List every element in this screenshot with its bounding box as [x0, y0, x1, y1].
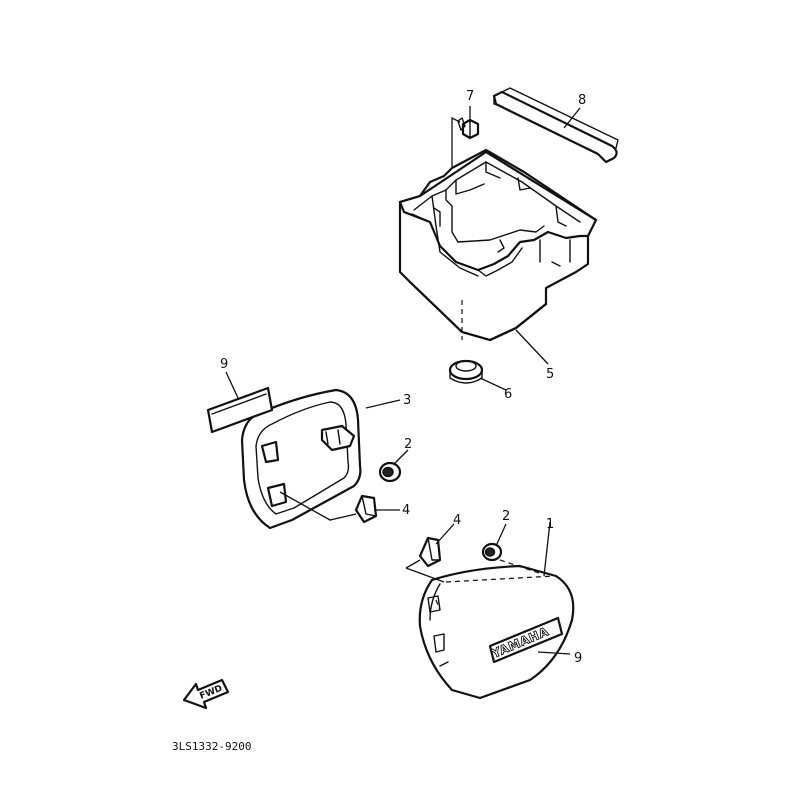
- grommet-part-6: [448, 359, 484, 384]
- bolt-part-7: [457, 117, 480, 140]
- leader-lines: [225, 106, 581, 655]
- grommet-part-2-upper: [378, 461, 402, 483]
- assembly-dashed-lines: [435, 559, 555, 611]
- callout-part-4-upper: 4: [402, 503, 410, 518]
- side-cover-frame-part-3: [240, 388, 362, 530]
- diagram-code: 3LS1332-9200: [172, 740, 251, 753]
- battery-band-part-8: [492, 87, 619, 164]
- fwd-arrow-icon: FWD: [182, 678, 230, 710]
- battery-box-part-5: [398, 148, 598, 342]
- callout-part-2-upper: 2: [404, 437, 412, 452]
- callout-part-5: 5: [546, 367, 554, 382]
- callout-part-4-lower: 4: [453, 513, 461, 528]
- callout-part-1: 1: [546, 517, 554, 532]
- callout-part-9-upper: 9: [220, 357, 228, 372]
- clip-part-4-lower: [418, 536, 442, 568]
- clip-part-4-upper: [354, 494, 378, 524]
- side-cover-part-1: [418, 564, 575, 700]
- emblem-part-9-loose: [206, 386, 274, 434]
- callout-part-6: 6: [504, 387, 512, 402]
- callout-part-9-lower: 9: [574, 651, 582, 666]
- grommet-part-2-lower: [481, 542, 503, 562]
- callout-part-2-lower: 2: [502, 509, 510, 524]
- callout-part-7: 7: [466, 89, 474, 104]
- callout-part-3: 3: [403, 393, 411, 408]
- callout-part-8: 8: [578, 93, 586, 108]
